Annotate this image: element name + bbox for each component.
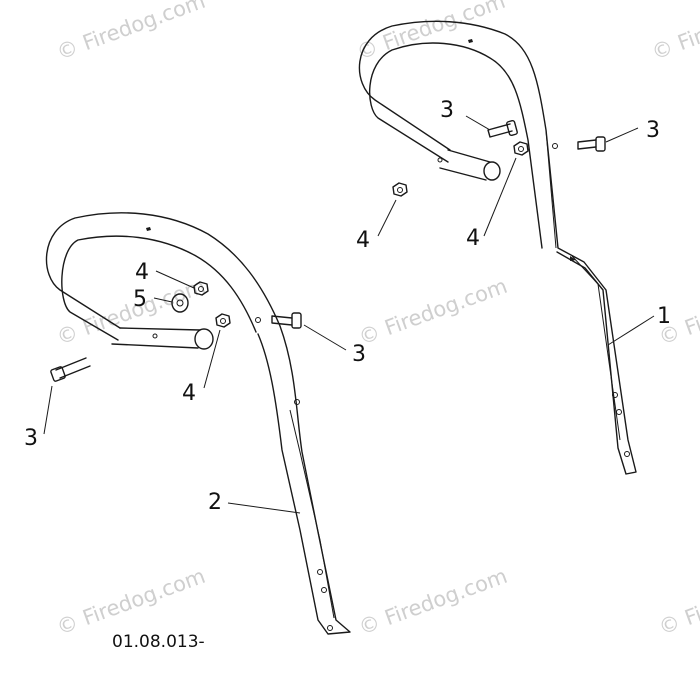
nut-4-right-a — [392, 182, 408, 197]
nut-4-left-a — [193, 281, 209, 296]
bolt-3-left-side — [271, 312, 302, 329]
watermark: © Firedog.com — [54, 564, 209, 640]
callout-1: 1 — [657, 304, 671, 329]
handle-bar-left — [45, 212, 351, 635]
mounting-hole — [317, 569, 323, 575]
mounting-hole — [255, 317, 261, 323]
tube-end — [483, 161, 501, 181]
watermark: © Firedog.com — [356, 564, 511, 640]
watermark: © Firedog.com — [54, 274, 209, 350]
mounting-hole — [616, 409, 622, 415]
mounting-hole — [327, 625, 333, 631]
callout-4: 4 — [135, 260, 149, 285]
bolt-3-right-side — [577, 136, 606, 152]
mounting-hole — [437, 157, 443, 163]
mounting-hole — [152, 333, 158, 339]
watermark: © Firedog.com — [649, 0, 700, 65]
nut-4-left-b — [215, 313, 231, 328]
callout-2: 2 — [208, 490, 222, 515]
watermark: © Firedog.com — [656, 564, 700, 640]
callout-3: 3 — [24, 426, 38, 451]
washer-5 — [171, 293, 189, 313]
handle-bar-right — [358, 20, 637, 475]
mounting-hole — [294, 399, 300, 405]
callout-4: 4 — [182, 381, 196, 406]
watermark: © Firedog.com — [54, 0, 209, 65]
mounting-hole — [321, 587, 327, 593]
callout-labels: 1 2 3 3 3 3 4 4 4 4 5 — [24, 98, 671, 515]
mounting-hole — [624, 451, 630, 457]
callout-3: 3 — [440, 98, 454, 123]
callout-4: 4 — [356, 228, 370, 253]
callout-3: 3 — [352, 342, 366, 367]
callout-3: 3 — [646, 118, 660, 143]
watermark: © Firedog.com — [356, 274, 511, 350]
leader-lines — [43, 115, 655, 514]
mounting-hole — [612, 392, 618, 398]
callout-5: 5 — [133, 287, 147, 312]
diagram-reference-number: 01.08.013- — [112, 632, 205, 652]
callout-4: 4 — [466, 226, 480, 251]
bolt-3-right-top — [487, 119, 518, 138]
mounting-hole — [552, 143, 558, 149]
nut-4-right-b — [513, 141, 529, 156]
bolt-3-left-lower — [50, 357, 91, 382]
tube-end — [194, 328, 214, 350]
